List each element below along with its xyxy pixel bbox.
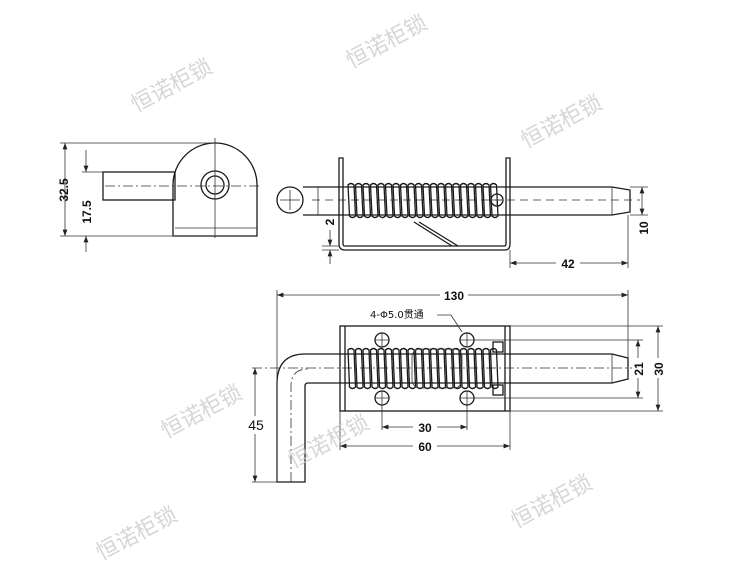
spring-coil bbox=[482, 347, 492, 390]
bracket-top bbox=[338, 157, 511, 251]
screw bbox=[490, 193, 504, 207]
bracket-side bbox=[172, 142, 258, 237]
dim-30-body: 30 bbox=[652, 362, 666, 376]
spring-coil bbox=[489, 182, 499, 219]
spring-coil bbox=[399, 347, 409, 390]
spring-coil bbox=[362, 182, 372, 219]
spring-coil bbox=[377, 182, 387, 219]
watermark: 恒诺柜锁 bbox=[92, 503, 181, 566]
dim-10: 10 bbox=[637, 221, 651, 235]
spring-coil bbox=[414, 182, 424, 219]
dim-21: 21 bbox=[632, 362, 646, 376]
spring-coil bbox=[377, 347, 387, 390]
spring-coil bbox=[369, 182, 379, 219]
watermark: 恒诺柜锁 bbox=[342, 11, 431, 74]
spring-coil bbox=[422, 182, 432, 219]
dim-45: 45 bbox=[248, 417, 264, 433]
spring-coil bbox=[482, 182, 492, 219]
spring-coil bbox=[392, 347, 402, 390]
spring-coil bbox=[444, 182, 454, 219]
spring-front bbox=[347, 347, 499, 390]
lever-spring bbox=[413, 221, 459, 247]
front-view: 4-Φ5.0贯通 130 45 30 60 21 30 bbox=[244, 288, 666, 483]
spring-coil bbox=[474, 347, 484, 390]
watermark: 恒诺柜锁 bbox=[284, 411, 373, 474]
mounting-holes bbox=[374, 332, 475, 406]
spring-coil bbox=[407, 182, 417, 219]
spring-coil bbox=[459, 182, 469, 219]
spring-coil bbox=[369, 347, 379, 390]
dim-2: 2 bbox=[323, 218, 337, 225]
spring-coil bbox=[467, 182, 477, 219]
spring-coil bbox=[347, 347, 357, 390]
spring-coil bbox=[467, 347, 477, 390]
pin-side bbox=[102, 171, 176, 201]
spring-coil bbox=[459, 347, 469, 390]
spring-coil bbox=[384, 182, 394, 219]
dim-42: 42 bbox=[561, 257, 575, 271]
pin-top bbox=[303, 186, 631, 216]
watermarks: 恒诺柜锁 恒诺柜锁 恒诺柜锁 恒诺柜锁 恒诺柜锁 恒诺柜锁 恒诺柜锁 bbox=[92, 11, 606, 566]
top-view: 2 42 10 bbox=[276, 157, 651, 271]
spring-coil bbox=[437, 182, 447, 219]
hole-note: 4-Φ5.0贯通 bbox=[370, 309, 424, 321]
watermark: 恒诺柜锁 bbox=[157, 381, 246, 444]
dim-30-holes: 30 bbox=[418, 421, 432, 435]
spring-coil bbox=[452, 182, 462, 219]
side-view: 32.5 17.5 bbox=[57, 138, 262, 252]
spring-coil bbox=[362, 347, 372, 390]
body-front bbox=[339, 325, 511, 412]
watermark: 恒诺柜锁 bbox=[507, 471, 596, 534]
spring-coil bbox=[392, 182, 402, 219]
watermark: 恒诺柜锁 bbox=[517, 91, 606, 154]
spring-top bbox=[347, 182, 499, 219]
dim-17-5: 17.5 bbox=[80, 200, 94, 224]
spring-coil bbox=[399, 182, 409, 219]
spring-coil bbox=[354, 182, 364, 219]
spring-coil bbox=[429, 182, 439, 219]
spring-coil bbox=[347, 182, 357, 219]
hole-leader bbox=[437, 314, 463, 333]
dim-32-5: 32.5 bbox=[57, 178, 71, 202]
spring-coil bbox=[384, 347, 394, 390]
dim-130: 130 bbox=[444, 289, 464, 303]
spring-coil bbox=[354, 347, 364, 390]
pin-front bbox=[318, 353, 629, 384]
handle-end-circle bbox=[276, 186, 304, 214]
dim-60: 60 bbox=[418, 440, 432, 454]
spring-coil bbox=[474, 182, 484, 219]
watermark: 恒诺柜锁 bbox=[127, 55, 216, 118]
